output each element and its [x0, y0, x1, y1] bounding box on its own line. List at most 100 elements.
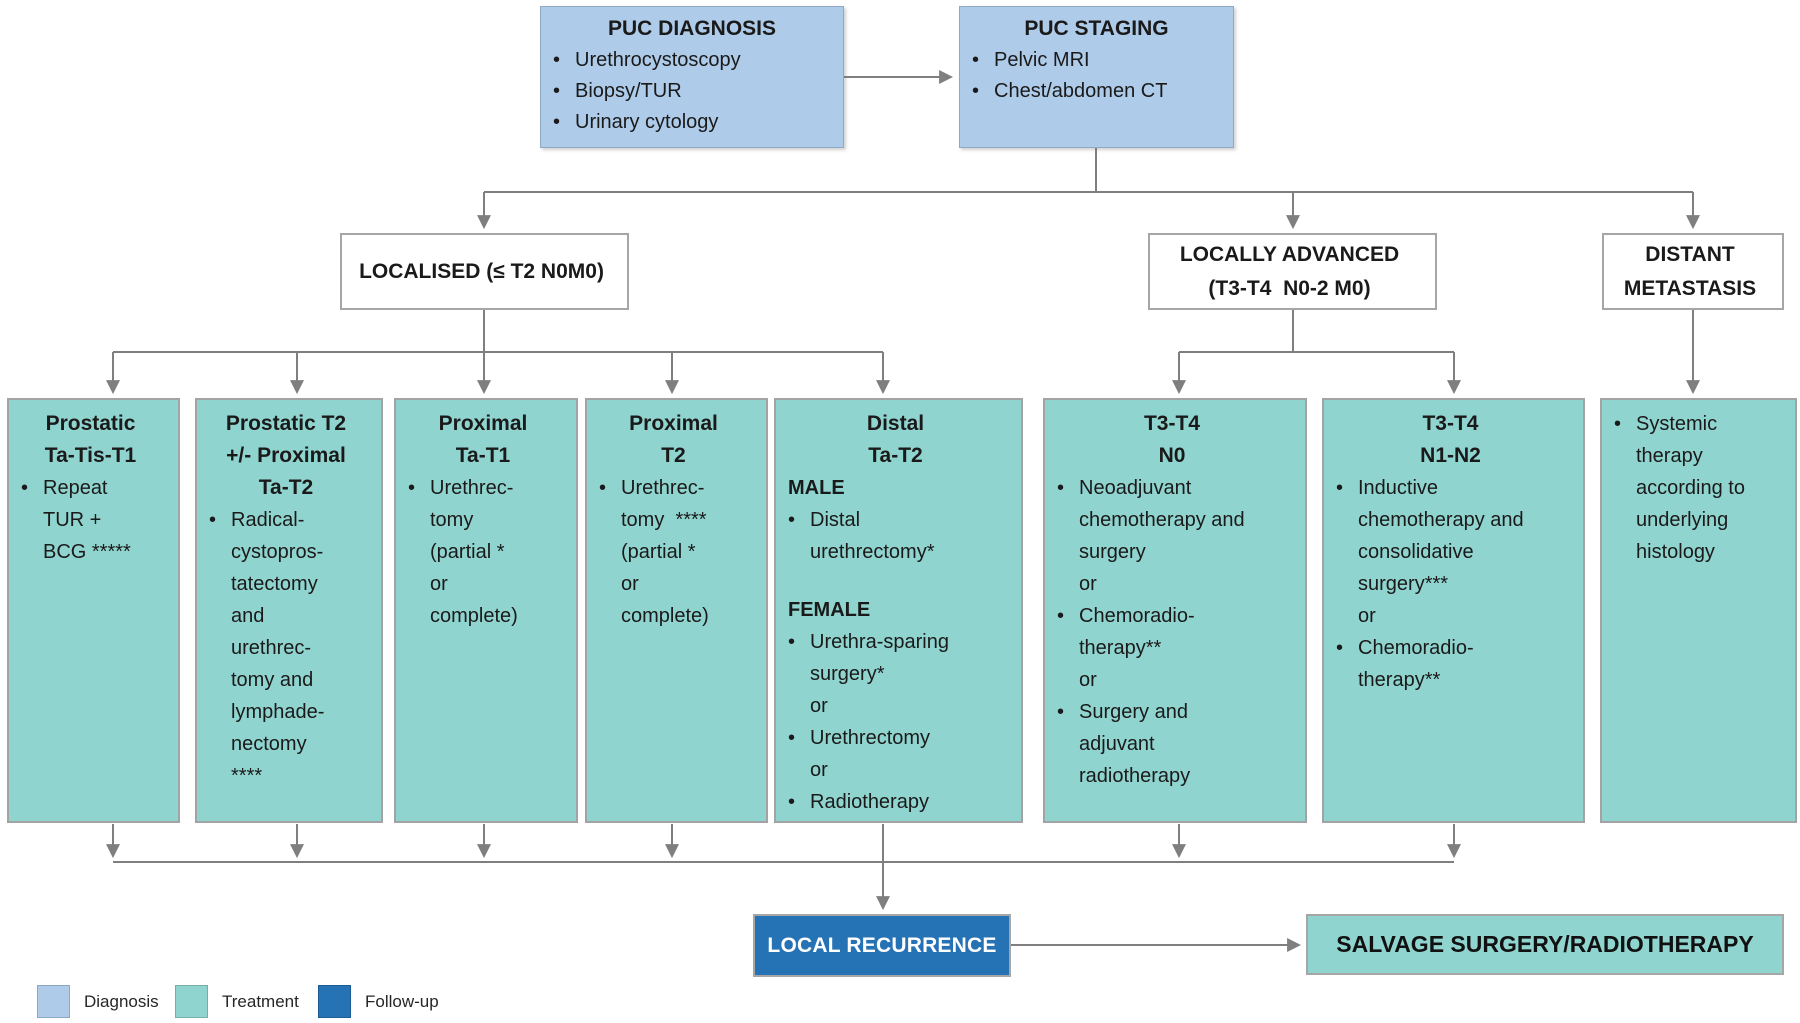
text-line: surgery***	[1358, 573, 1449, 595]
text-line: tomy and	[231, 669, 314, 691]
text-line: Distal	[776, 504, 1021, 536]
text-line: or	[810, 759, 828, 781]
text-line: TUR +	[43, 509, 102, 531]
puc-staging-title: PUC STAGING	[1024, 17, 1169, 40]
text-line: DISTANT	[1645, 242, 1735, 266]
text-line: LOCALISED (≤ T2 N0M0)	[359, 259, 604, 283]
text-line: Proximal	[438, 412, 528, 435]
text-line: or	[430, 573, 448, 595]
text-line: consolidative	[1358, 541, 1474, 563]
text-line: N0	[1158, 444, 1186, 467]
salvage-label: SALVAGE SURGERY/RADIOTHERAPY	[1336, 931, 1754, 957]
text-line: Proximal	[629, 412, 718, 435]
text-line: (partial *	[621, 541, 696, 563]
text-line: Biopsy/TUR	[541, 76, 843, 107]
puc-staging-items: Pelvic MRIChest/abdomen CT	[960, 45, 1233, 107]
text-line: (partial *	[430, 541, 505, 563]
text-line: T3-T4	[1143, 412, 1200, 435]
text-line: therapy**	[1358, 669, 1441, 691]
text-line: Prostatic	[45, 412, 136, 435]
treatment-box-t3-t4-n0: T3-T4N0Neoadjuvant chemotherapy and surger…	[1043, 398, 1307, 823]
text-line: Chest/abdomen CT	[960, 76, 1233, 107]
text-line: Urethra-sparing	[776, 626, 1021, 658]
text-line: lymphade-	[231, 701, 325, 723]
text-line: N1-N2	[1420, 444, 1481, 467]
text-line: Chemoradio-	[1045, 600, 1305, 632]
text-line: LOCALLY ADVANCED	[1179, 242, 1400, 266]
legend-item-treatment: Treatment	[175, 985, 299, 1018]
localised-box: LOCALISED (≤ T2 N0M0)	[340, 233, 629, 310]
text-line: or	[810, 695, 828, 717]
text-line: tomy	[430, 509, 474, 531]
followup-legend-label: Follow-up	[365, 991, 439, 1011]
text-line: therapy**	[1079, 637, 1162, 659]
text-line: cystopros-	[231, 541, 324, 563]
text-line: therapy	[1636, 445, 1703, 467]
puc-diagnosis-title: PUC DIAGNOSIS	[607, 17, 777, 40]
text-line: urethrectomy*	[810, 541, 935, 563]
puc-staging-box: PUC STAGING Pelvic MRIChest/abdomen CT	[959, 6, 1234, 148]
text-line: Inductive	[1324, 472, 1583, 504]
text-line: Pelvic MRI	[960, 45, 1233, 76]
text-line: Ta-T2	[868, 444, 923, 467]
text-line: FEMALE	[788, 599, 871, 621]
puc-diagnosis-items: UrethrocystoscopyBiopsy/TURUrinary cytol…	[541, 45, 843, 138]
text-line: Prostatic T2	[225, 412, 347, 435]
text-line: and	[231, 605, 265, 627]
text-line: Ta-T1	[455, 444, 511, 467]
text-line: Chemoradio-	[1324, 632, 1583, 664]
text-line: tatectomy	[231, 573, 318, 595]
text-line: MALE	[788, 477, 845, 499]
legend: Diagnosis Treatment Follow-up	[0, 985, 600, 1019]
treatment-box-proximal-t2: ProximalT2Urethrec-tomy ****(partial *or…	[585, 398, 768, 823]
text-line: complete)	[430, 605, 518, 627]
text-line: T2	[661, 444, 686, 467]
text-line	[776, 568, 1021, 594]
text-line: Neoadjuvant	[1045, 472, 1305, 504]
locally-advanced-box: LOCALLY ADVANCED (T3-T4 N0-2 M0)	[1148, 233, 1437, 310]
text-line: METASTASIS	[1623, 276, 1757, 300]
local-recurrence-label: LOCAL RECURRENCE	[767, 933, 997, 957]
text-line: according to	[1636, 477, 1745, 499]
text-line: or	[1079, 573, 1097, 595]
text-line: urethrec-	[231, 637, 312, 659]
text-line: tomy ****	[621, 509, 707, 531]
text-line: +/- Proximal	[226, 444, 346, 467]
text-line: surgery	[1079, 541, 1146, 563]
text-line: Distal	[866, 412, 925, 435]
text-line: Urethrec-	[396, 472, 576, 504]
legend-item-diagnosis: Diagnosis	[37, 985, 159, 1018]
text-line: Ta-Tis-T1	[44, 444, 137, 467]
text-line: (T3-T4 N0-2 M0)	[1208, 276, 1371, 300]
text-line: Ta-T2	[258, 476, 314, 499]
puc-diagnosis-box: PUC DIAGNOSIS UrethrocystoscopyBiopsy/TU…	[540, 6, 844, 148]
diagnosis-legend-label: Diagnosis	[84, 991, 159, 1011]
followup-swatch	[318, 985, 351, 1018]
treatment-box-prostatic-t2-proximal: Prostatic T2+/- ProximalTa-T2Radical-cys…	[195, 398, 383, 823]
distant-metastasis-box: DISTANT METASTASIS	[1602, 233, 1784, 310]
text-line: T3-T4	[1422, 412, 1479, 435]
text-line: or	[1358, 605, 1376, 627]
treatment-swatch	[175, 985, 208, 1018]
text-line: BCG *****	[43, 541, 131, 563]
diagnosis-swatch	[37, 985, 70, 1018]
text-line: or	[1079, 669, 1097, 691]
text-line: chemotherapy and	[1079, 509, 1245, 531]
text-line: nectomy	[231, 733, 307, 755]
text-line: underlying	[1636, 509, 1729, 531]
legend-item-followup: Follow-up	[318, 985, 439, 1018]
text-line: radiotherapy	[1079, 765, 1191, 787]
text-line: adjuvant	[1079, 733, 1155, 755]
text-line: Repeat	[9, 472, 178, 504]
text-line: Radiotherapy	[776, 786, 1021, 818]
text-line: complete)	[621, 605, 709, 627]
text-line: Systemic	[1602, 408, 1795, 440]
text-line: Urinary cytology	[541, 107, 843, 138]
text-line: histology	[1636, 541, 1715, 563]
treatment-legend-label: Treatment	[222, 991, 299, 1011]
salvage-box: SALVAGE SURGERY/RADIOTHERAPY	[1306, 914, 1784, 975]
text-line: ****	[231, 765, 263, 787]
